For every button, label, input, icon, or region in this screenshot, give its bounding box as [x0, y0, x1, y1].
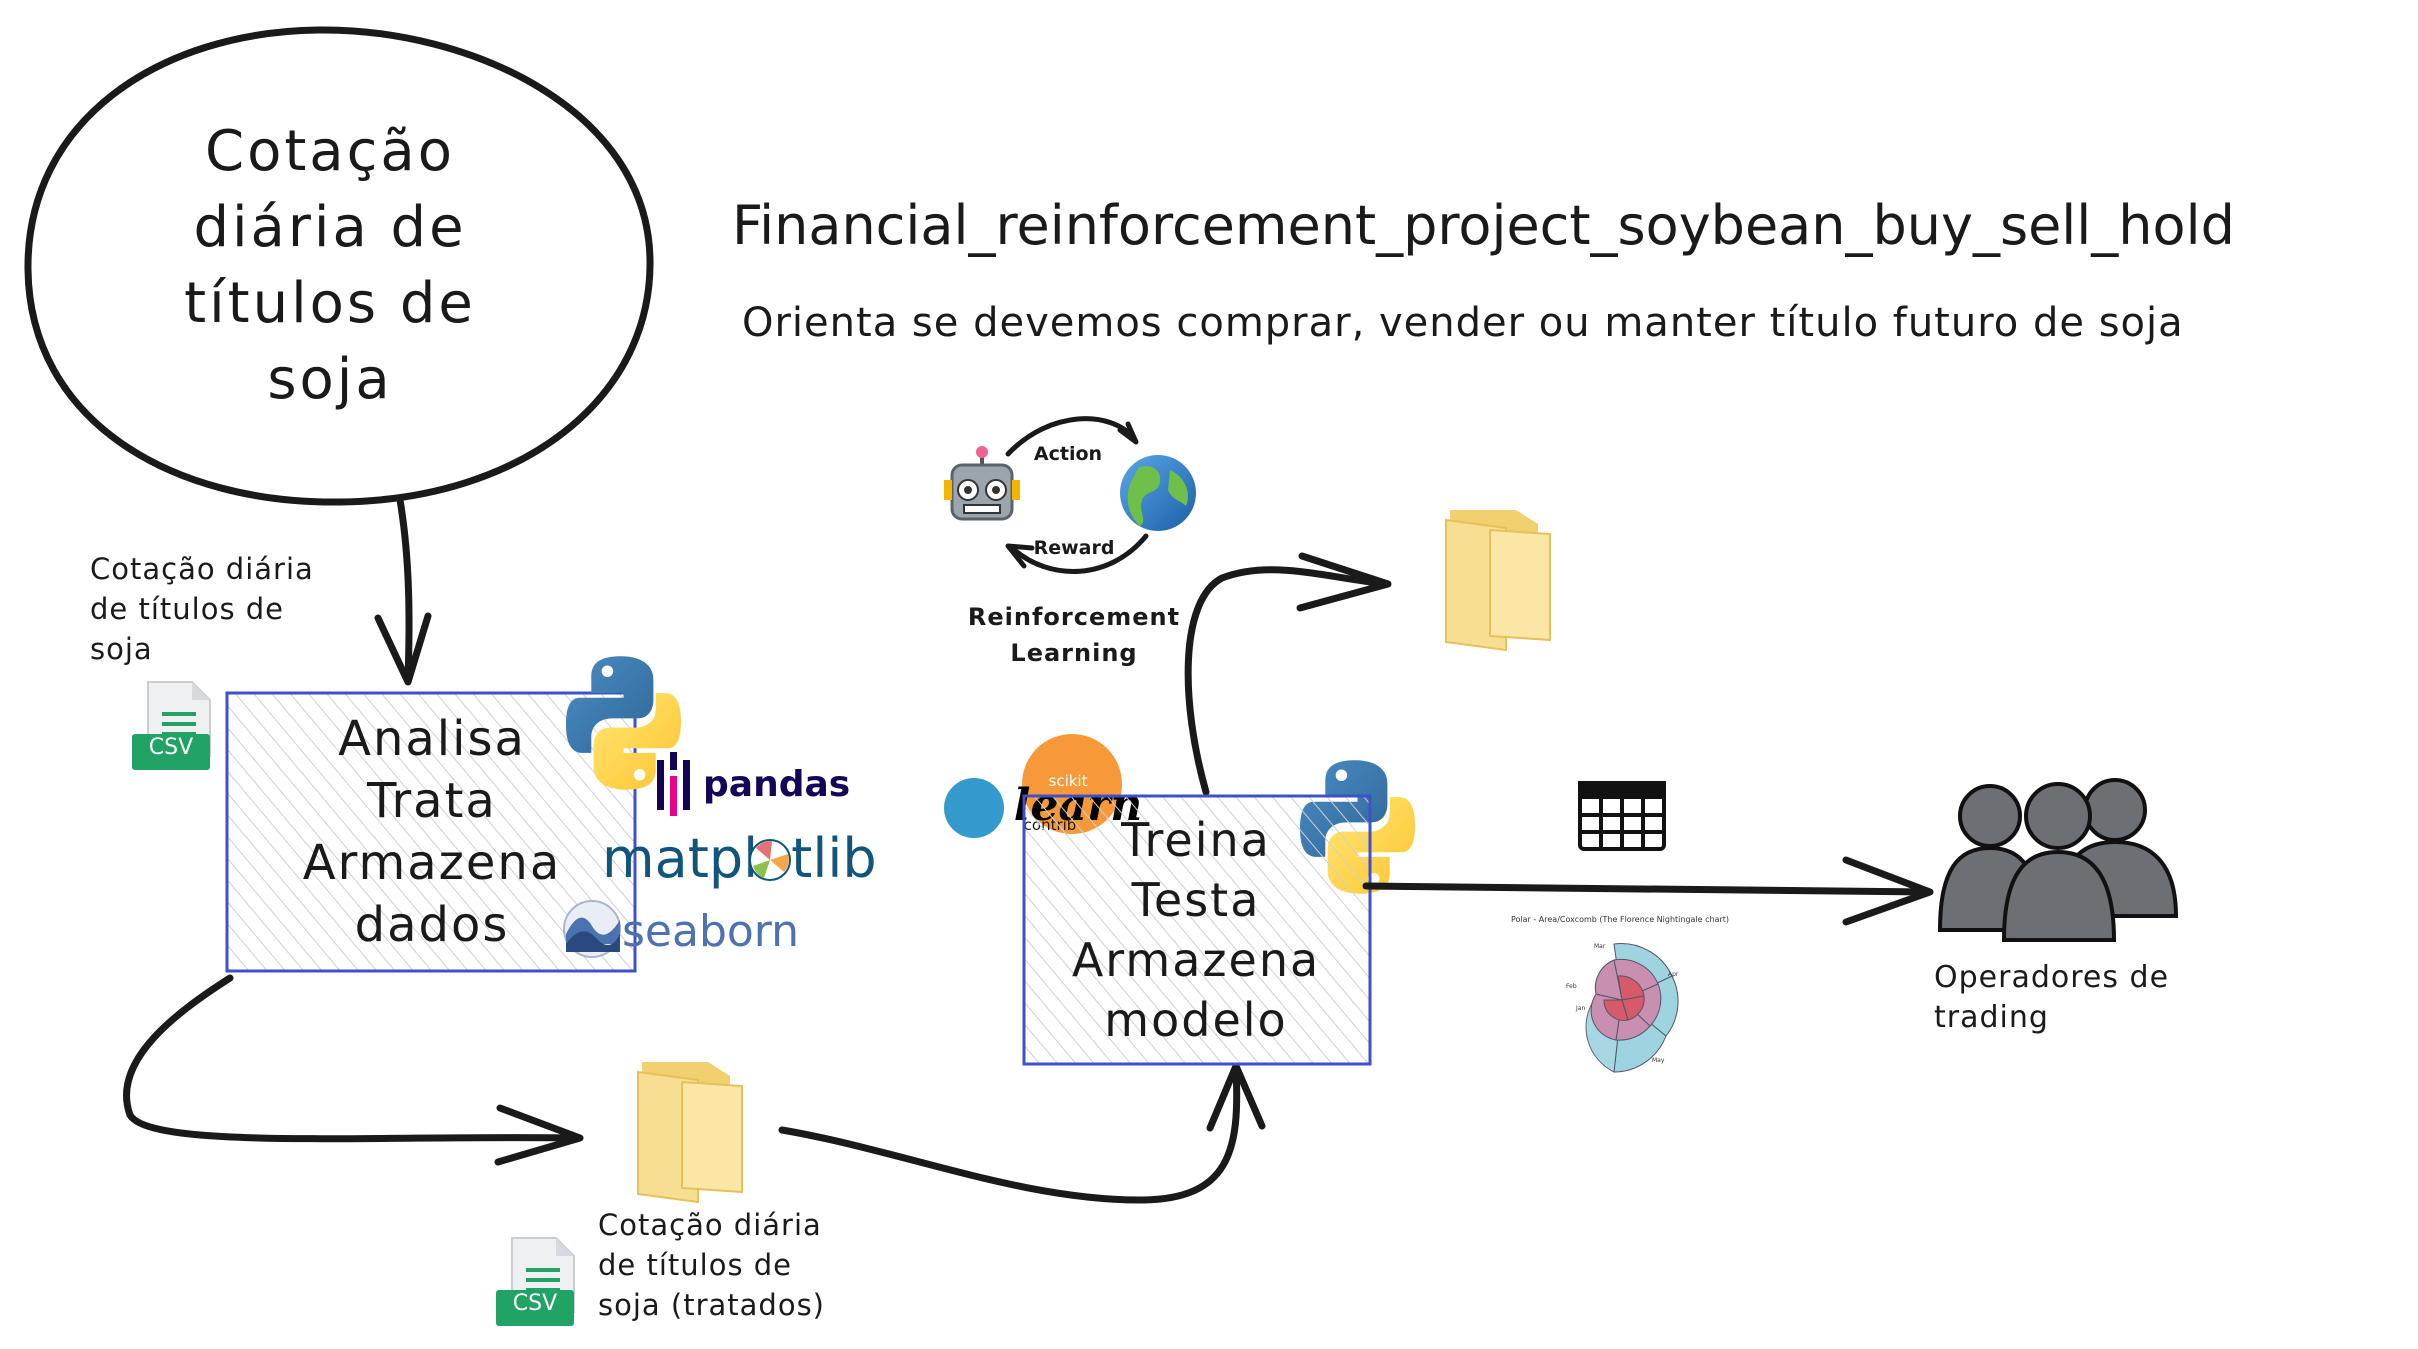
process-text-line: Analisa: [338, 711, 526, 767]
globe-icon: [1120, 455, 1196, 531]
raw-data-label: Cotação diária de títulos de soja: [90, 552, 314, 666]
seaborn-logo: seaborn: [563, 900, 799, 958]
polar-chart-thumbnail: Polar - Area/Coxcomb (The Florence Night…: [1511, 915, 1729, 1073]
matplotlib-logo-text: matplotlib: [602, 827, 877, 890]
polar-chart-title: Polar - Area/Coxcomb (The Florence Night…: [1511, 915, 1729, 924]
csv-badge-text: CSV: [149, 735, 193, 760]
model-text-line: Armazena: [1072, 933, 1320, 987]
operators-label: Operadores de trading: [1934, 960, 2170, 1035]
polar-chart-label: Apr: [1668, 971, 1679, 978]
polar-chart-label: May: [1652, 1057, 1665, 1064]
rl-caption-line: Reinforcement: [968, 603, 1180, 631]
robot-icon: [944, 446, 1020, 521]
rl-reward-label: Reward: [1034, 537, 1115, 559]
seaborn-logo-text: seaborn: [622, 906, 799, 957]
polar-chart-label: Mar: [1594, 943, 1606, 950]
diagram-subtitle: Orienta se devemos comprar, vender ou ma…: [742, 300, 2184, 346]
arrow-model-to-folder: [1184, 552, 1392, 796]
circle-text-line: Cotação: [205, 119, 455, 184]
pandas-logo: pandas: [657, 752, 850, 816]
circle-text-line: soja: [267, 347, 392, 412]
rl-caption-line: Learning: [1010, 639, 1137, 667]
arrow-source-to-process: [374, 496, 432, 686]
table-icon: [1578, 781, 1666, 851]
source-circle: Cotação diária de títulos de soja: [24, 26, 654, 506]
arrow-model-to-operators: [1362, 856, 1934, 926]
model-text-line: Treina: [1120, 813, 1271, 867]
process-text-line: Armazena: [303, 835, 561, 891]
process-text-line: dados: [355, 897, 510, 953]
diagram-title: Financial_reinforcement_project_soybean_…: [732, 194, 2235, 257]
matplotlib-logo: matplotlib: [602, 827, 877, 890]
people-icon: [1937, 778, 2179, 942]
process-text-line: Trata: [366, 773, 497, 829]
model-text-line: Testa: [1131, 873, 1261, 927]
csv-badge-text: CSV: [513, 1291, 557, 1316]
source-circle-text: Cotação diária de títulos de soja: [184, 119, 476, 412]
rl-action-label: Action: [1034, 443, 1102, 465]
arrow-folder-to-model: [778, 1062, 1266, 1204]
polar-chart-label: Feb: [1566, 983, 1577, 990]
folder-icon: [1445, 509, 1551, 651]
sklearn-logo-top: scikit: [1049, 772, 1088, 790]
folder-icon: [637, 1061, 743, 1203]
circle-text-line: títulos de: [184, 271, 476, 336]
circle-text-line: diária de: [193, 195, 466, 260]
processed-data-label: Cotação diária de títulos de soja (trata…: [598, 1208, 825, 1322]
arrow-process-to-folder: [123, 974, 584, 1166]
model-text-line: modelo: [1104, 993, 1287, 1047]
pandas-logo-text: pandas: [703, 764, 850, 805]
polar-chart-label: Jan: [1575, 1005, 1585, 1012]
